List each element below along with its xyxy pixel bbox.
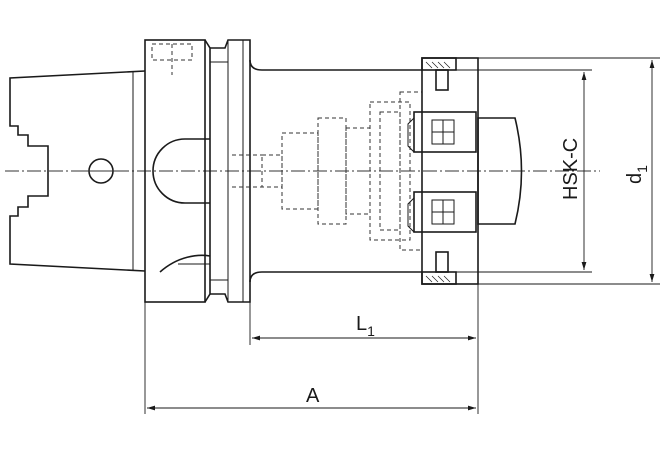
l1-label: L1 bbox=[356, 313, 375, 339]
a-label: A bbox=[306, 385, 320, 407]
knurled-ring bbox=[477, 117, 523, 225]
dimension-l1: L1 bbox=[249, 224, 479, 345]
lower-jaw bbox=[407, 191, 477, 233]
internal-hidden-lines bbox=[232, 91, 423, 251]
drive-key bbox=[152, 138, 211, 204]
d1-label: d1 bbox=[624, 165, 650, 184]
upper-jaw bbox=[407, 111, 477, 153]
hsk-taper-shank bbox=[9, 70, 146, 272]
dimension-a: A bbox=[144, 302, 479, 414]
dimension-d1: d1 bbox=[456, 57, 660, 285]
chuck-body bbox=[249, 59, 422, 283]
flange bbox=[144, 39, 251, 303]
dimension-hsk-c: HSK-C bbox=[456, 69, 592, 273]
hsk-c-label: HSK-C bbox=[560, 138, 582, 200]
